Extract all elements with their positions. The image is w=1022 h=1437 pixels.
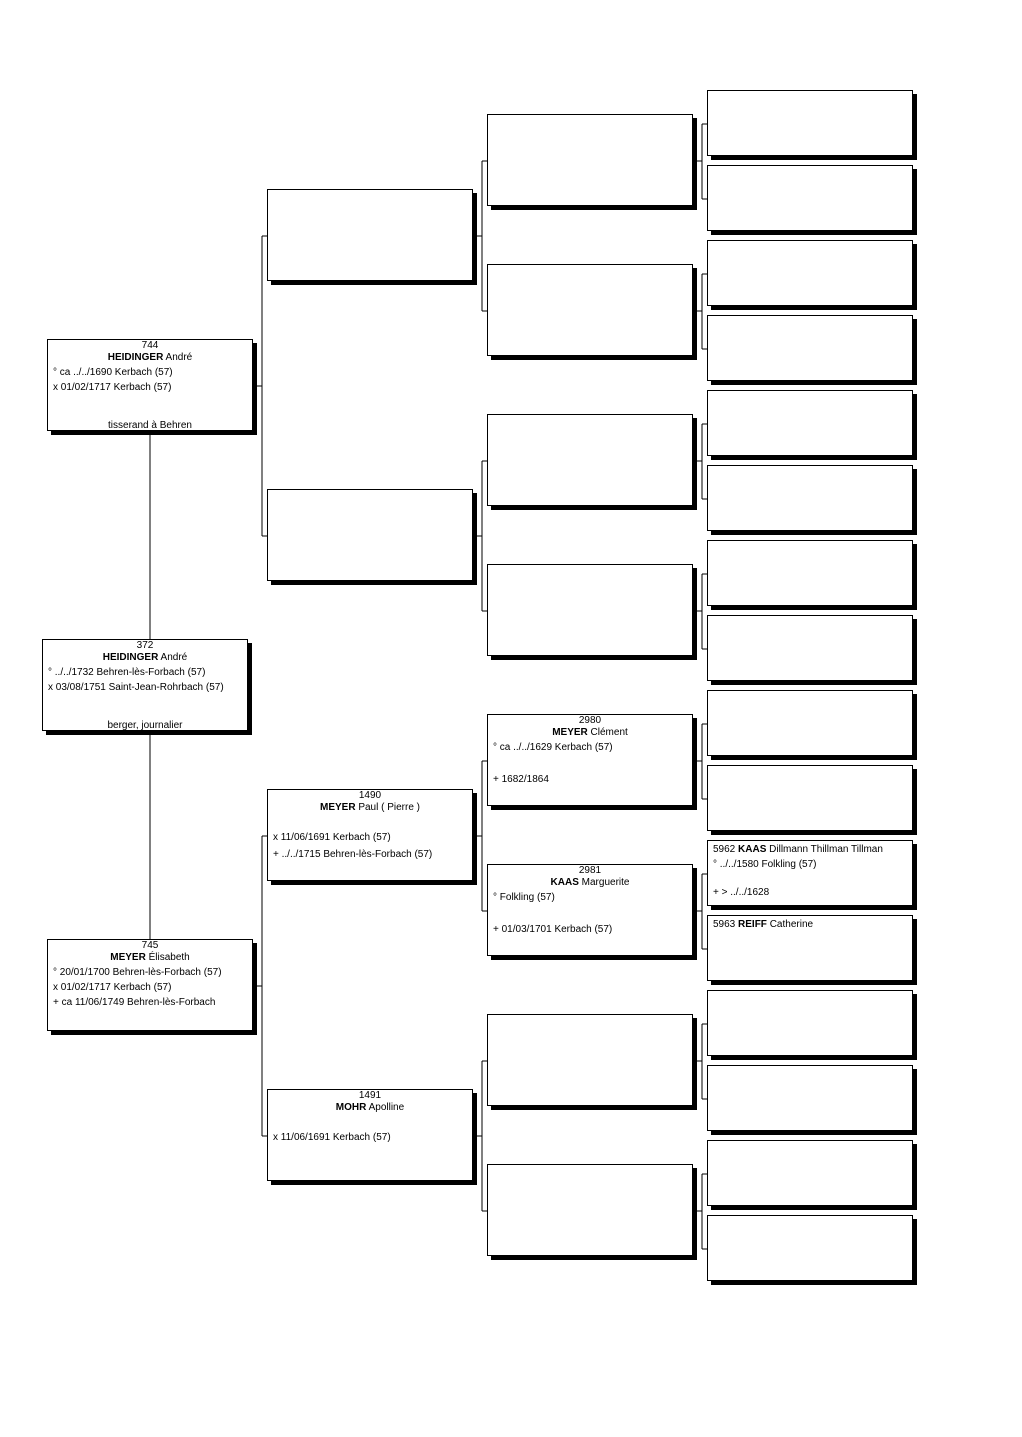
given-name: André — [165, 352, 193, 363]
person-box-1488[interactable] — [267, 189, 473, 281]
person-name: MOHR Apolline — [268, 1101, 472, 1115]
marriage-line: x 11/06/1691 Kerbach (57) — [273, 1132, 391, 1143]
death-line: + ca 11/06/1749 Behren-lès-Forbach — [53, 997, 216, 1008]
person-name: MEYER Clément — [488, 726, 692, 740]
surname: KAAS — [550, 877, 579, 888]
occupation: tisserand à Behren — [108, 420, 192, 431]
person-box-5963[interactable]: 5963 REIFF Catherine — [707, 915, 913, 981]
sosa-number: 1490 — [358, 790, 382, 801]
person-name: KAAS Marguerite — [488, 876, 692, 890]
surname: REIFF — [738, 919, 767, 930]
person-box-744[interactable]: 744 HEIDINGER André ° ca ../../1690 Kerb… — [47, 339, 253, 431]
person-name: HEIDINGER André — [43, 651, 247, 665]
given-name: Paul ( Pierre ) — [358, 802, 421, 813]
birth-line: ° 20/01/1700 Behren-lès-Forbach (57) — [53, 967, 222, 978]
person-box-5967[interactable] — [707, 1215, 913, 1281]
person-box-5956[interactable] — [707, 390, 913, 456]
sosa-number: 744 — [141, 340, 159, 351]
person-box-2983[interactable] — [487, 1164, 693, 1256]
given-name: André — [160, 652, 188, 663]
sosa-number: 2980 — [578, 715, 602, 726]
surname: MEYER — [552, 727, 588, 738]
person-box-5957[interactable] — [707, 465, 913, 531]
person-box-2981[interactable]: 2981 KAAS Marguerite ° Folkling (57) + 0… — [487, 864, 693, 956]
death-line: + 01/03/1701 Kerbach (57) — [493, 924, 613, 935]
given-name: Élisabeth — [148, 952, 190, 963]
birth-line: ° ../../1732 Behren-lès-Forbach (57) — [48, 667, 206, 678]
person-name: HEIDINGER André — [48, 351, 252, 365]
person-name: MEYER Paul ( Pierre ) — [268, 801, 472, 815]
person-box-5966[interactable] — [707, 1140, 913, 1206]
person-box-2976[interactable] — [487, 114, 693, 206]
marriage-line: x 01/02/1717 Kerbach (57) — [53, 982, 172, 993]
person-box-2982[interactable] — [487, 1014, 693, 1106]
person-name: 5963 REIFF Catherine — [708, 918, 912, 932]
person-box-5953[interactable] — [707, 165, 913, 231]
person-box-5960[interactable] — [707, 690, 913, 756]
marriage-line: x 03/08/1751 Saint-Jean-Rohrbach (57) — [48, 682, 224, 693]
surname: HEIDINGER — [102, 652, 159, 663]
surname: KAAS — [738, 844, 767, 855]
death-line: + > ../../1628 — [713, 887, 770, 898]
person-name: MEYER Élisabeth — [48, 951, 252, 965]
birth-line: ° ca ../../1629 Kerbach (57) — [493, 742, 613, 753]
person-box-5954[interactable] — [707, 240, 913, 306]
sosa-number: 5962 — [713, 844, 736, 855]
birth-line: ° ../../1580 Folkling (57) — [713, 859, 817, 870]
sosa-number: 372 — [136, 640, 154, 651]
sosa-number: 745 — [141, 940, 159, 951]
given-name: Marguerite — [581, 877, 630, 888]
person-box-2979[interactable] — [487, 564, 693, 656]
person-box-1489[interactable] — [267, 489, 473, 581]
death-line: + 1682/1864 — [493, 774, 549, 785]
death-line: + ../../1715 Behren-lès-Forbach (57) — [273, 849, 433, 860]
person-box-1490[interactable]: 1490 MEYER Paul ( Pierre ) x 11/06/1691 … — [267, 789, 473, 881]
marriage-line: x 11/06/1691 Kerbach (57) — [273, 832, 391, 843]
marriage-line: x 01/02/1717 Kerbach (57) — [53, 382, 172, 393]
person-box-2978[interactable] — [487, 414, 693, 506]
birth-line: ° ca ../../1690 Kerbach (57) — [53, 367, 173, 378]
birth-line: ° Folkling (57) — [493, 892, 555, 903]
person-box-745[interactable]: 745 MEYER Élisabeth ° 20/01/1700 Behren-… — [47, 939, 253, 1031]
person-box-5965[interactable] — [707, 1065, 913, 1131]
surname: MEYER — [110, 952, 146, 963]
given-name: Dillmann Thillman Tillman — [769, 844, 883, 855]
person-name: 5962 KAAS Dillmann Thillman Tillman — [708, 843, 912, 857]
person-box-2980[interactable]: 2980 MEYER Clément ° ca ../../1629 Kerba… — [487, 714, 693, 806]
sosa-number: 5963 — [713, 919, 736, 930]
person-box-1491[interactable]: 1491 MOHR Apolline x 11/06/1691 Kerbach … — [267, 1089, 473, 1181]
person-box-5964[interactable] — [707, 990, 913, 1056]
person-box-372[interactable]: 372 HEIDINGER André ° ../../1732 Behren-… — [42, 639, 248, 731]
person-box-5959[interactable] — [707, 615, 913, 681]
person-box-5961[interactable] — [707, 765, 913, 831]
surname: MOHR — [335, 1102, 367, 1113]
person-box-5958[interactable] — [707, 540, 913, 606]
given-name: Catherine — [769, 919, 814, 930]
person-box-5952[interactable] — [707, 90, 913, 156]
person-box-5962[interactable]: 5962 KAAS Dillmann Thillman Tillman ° ..… — [707, 840, 913, 906]
sosa-number: 1491 — [358, 1090, 382, 1101]
given-name: Clément — [590, 727, 628, 738]
sosa-number: 2981 — [578, 865, 602, 876]
given-name: Apolline — [368, 1102, 405, 1113]
occupation: berger, journalier — [107, 720, 183, 731]
person-box-2977[interactable] — [487, 264, 693, 356]
surname: HEIDINGER — [107, 352, 164, 363]
person-box-5955[interactable] — [707, 315, 913, 381]
surname: MEYER — [319, 802, 356, 813]
